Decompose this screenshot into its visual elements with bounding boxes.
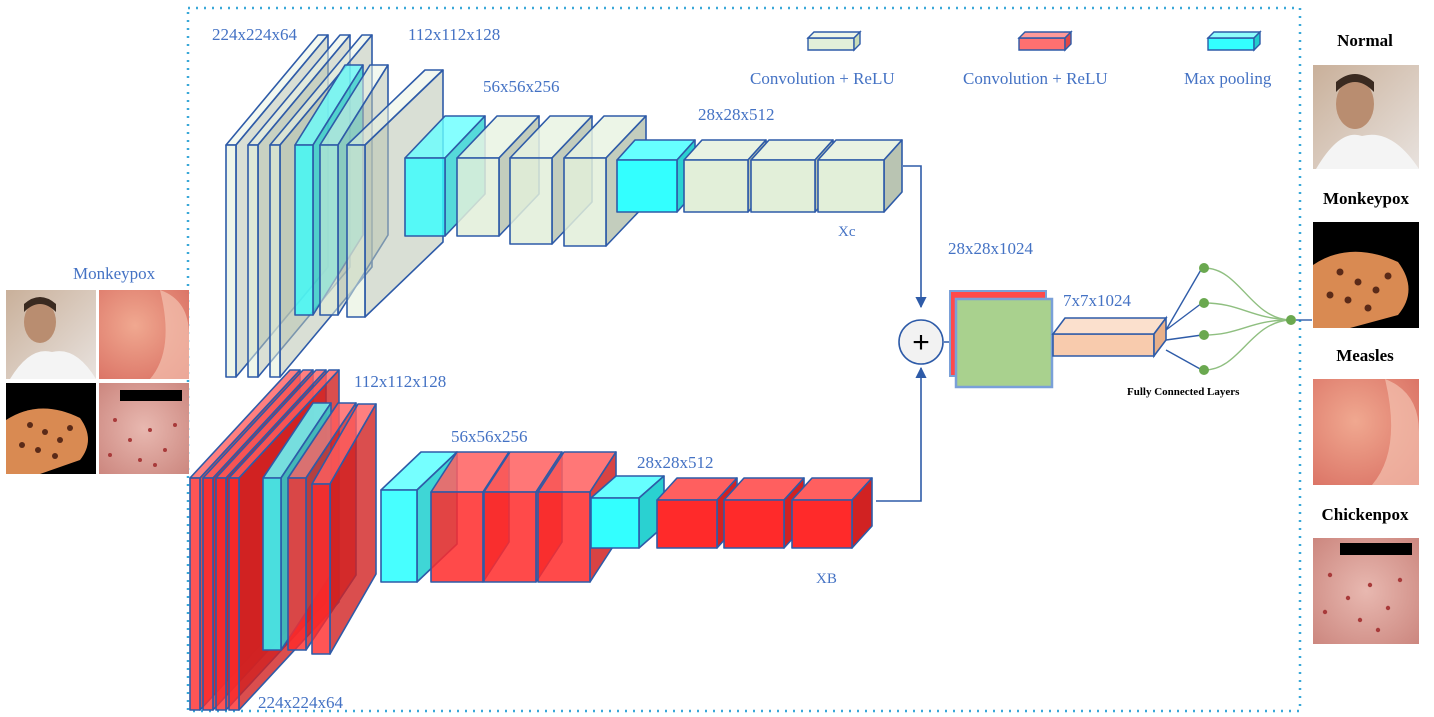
fusion-add-symbol: + xyxy=(912,326,930,359)
layer-blocks xyxy=(190,35,902,710)
branch-c-dim-224: 224x224x64 xyxy=(212,25,298,44)
input-image-chickenpox xyxy=(99,383,189,474)
fc-input-node xyxy=(1199,298,1209,308)
class-image-measles xyxy=(1313,379,1419,485)
branch-b-dim-112: 112x112x128 xyxy=(354,372,446,391)
input-label: Monkeypox xyxy=(73,264,156,283)
class-label-monkeypox: Monkeypox xyxy=(1323,189,1409,208)
class-image-normal xyxy=(1313,65,1419,169)
class-label-measles: Measles xyxy=(1336,346,1394,365)
legend-item-conv-red: Convolution + ReLU xyxy=(963,32,1108,88)
input-images: Monkeypox xyxy=(6,264,189,474)
fusion-add-node: + xyxy=(899,320,943,364)
branch-c-output-label: Xc xyxy=(838,224,856,240)
class-label-chickenpox: Chickenpox xyxy=(1322,505,1409,524)
fc-label: Fully Connected Layers xyxy=(1127,386,1240,398)
branch-b-output-label: XB xyxy=(816,571,837,587)
input-image-normal xyxy=(6,290,96,379)
fc-input-node xyxy=(1199,365,1209,375)
legend: Convolution + ReLU Convolution + ReLU Ma… xyxy=(750,32,1272,88)
input-image-measles xyxy=(99,290,189,379)
pooled-feature-block: 7x7x1024 xyxy=(1053,291,1166,356)
pooled-dims-label: 7x7x1024 xyxy=(1063,291,1132,310)
branch-c-connector xyxy=(903,166,921,307)
legend-item-conv-green: Convolution + ReLU xyxy=(750,32,895,88)
class-image-monkeypox xyxy=(1313,222,1419,328)
branch-b-connector xyxy=(876,368,921,501)
fc-output-node xyxy=(1286,315,1296,325)
class-image-chickenpox xyxy=(1313,538,1419,644)
legend-label-maxpool: Max pooling xyxy=(1184,69,1272,88)
branch-c-dim-28: 28x28x512 xyxy=(698,105,775,124)
fc-input-node xyxy=(1199,330,1209,340)
input-image-monkeypox xyxy=(6,383,96,474)
branch-b-dim-224: 224x224x64 xyxy=(258,693,344,712)
legend-item-maxpool: Max pooling xyxy=(1184,32,1272,88)
branch-c-conv4-block xyxy=(818,140,902,212)
output-classes: Normal Monkeypox Measles Chickenpox xyxy=(1313,31,1419,644)
class-label-normal: Normal xyxy=(1337,31,1393,50)
concat-dims-label: 28x28x1024 xyxy=(948,239,1034,258)
concat-feature-map: 28x28x1024 xyxy=(948,239,1052,387)
branch-b-conv4-block xyxy=(792,478,872,548)
fc-input-node xyxy=(1199,263,1209,273)
legend-label-conv-red: Convolution + ReLU xyxy=(963,69,1108,88)
legend-label-conv-green: Convolution + ReLU xyxy=(750,69,895,88)
branch-c-dim-112: 112x112x128 xyxy=(408,25,500,44)
branch-b-dim-28: 28x28x512 xyxy=(637,453,714,472)
branch-c-dim-56: 56x56x256 xyxy=(483,77,560,96)
branch-b-dim-56: 56x56x256 xyxy=(451,427,528,446)
